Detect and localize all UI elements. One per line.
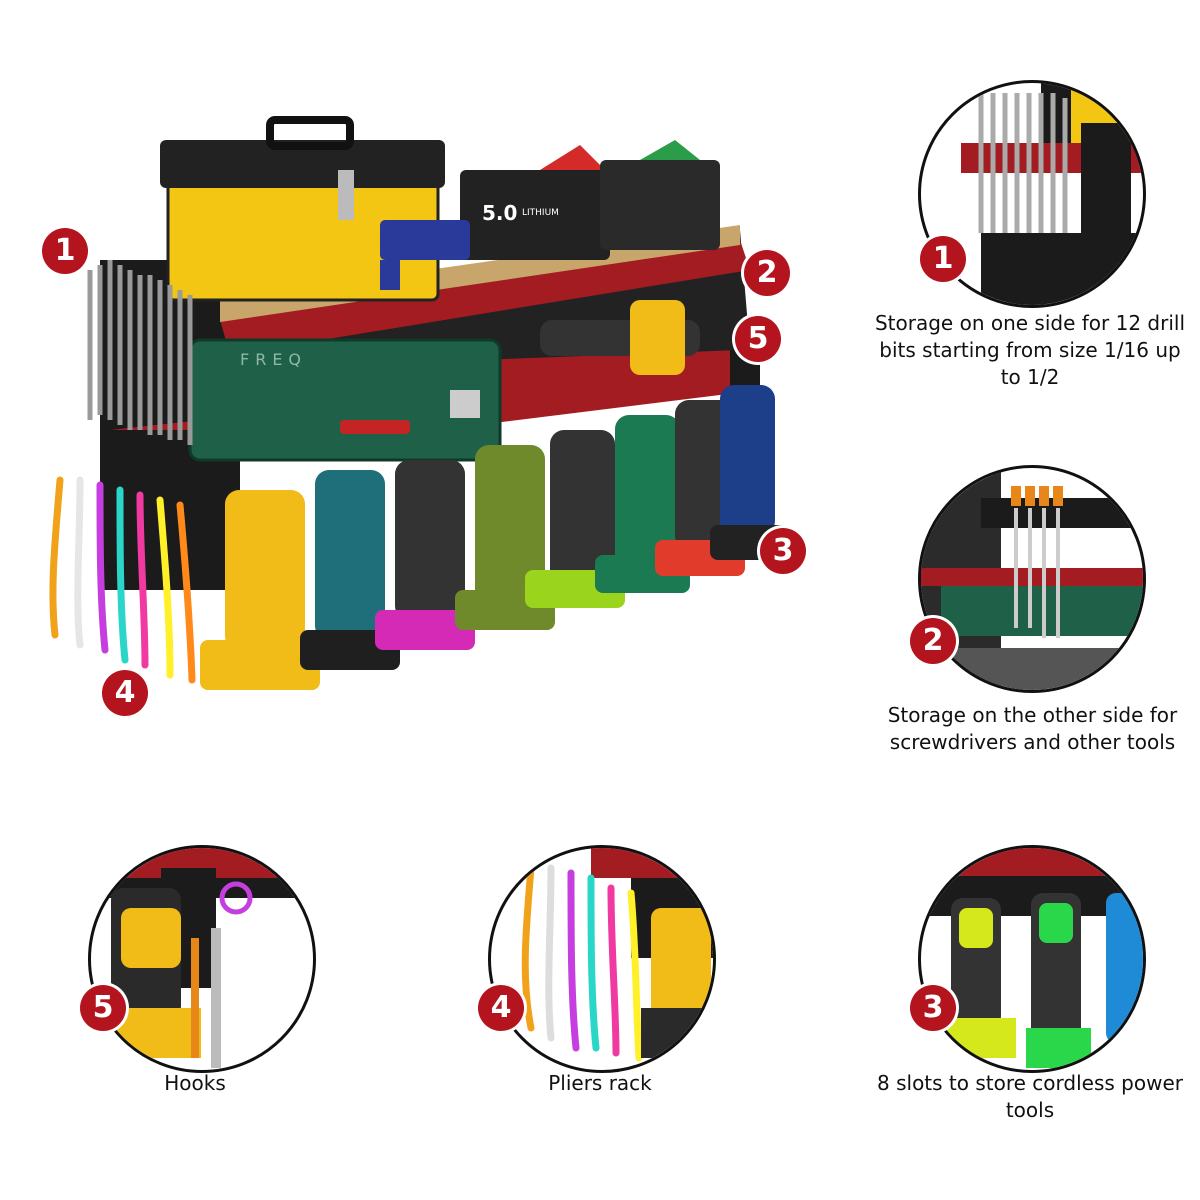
tool-case: FREQ [188,338,502,462]
hero-callout-2: 2 [744,250,790,296]
drill-6 [615,415,680,570]
feature-4-caption: Pliers rack [548,1071,652,1095]
battery-label-1: 5.0 [482,201,517,225]
hero-callout-5: 5 [735,316,781,362]
feature-screwdrivers-image [918,465,1146,693]
feature-slots-image [918,845,1146,1073]
hero-illustration: 5.0 LITHIUM FREQ [20,100,820,740]
drill-3 [395,460,465,620]
drill-1 [225,490,305,650]
hero-callout-3: 3 [760,528,806,574]
tool-rack-drawing: 5.0 LITHIUM FREQ [49,116,790,690]
drill-4 [475,445,545,605]
batteries: 5.0 LITHIUM [460,140,720,260]
feature-3-caption: 8 slots to store cordless power tools [877,1071,1183,1122]
feature-1-badge: 1 [920,236,966,282]
feature-5-caption: Hooks [164,1071,226,1095]
feature-4-badge: 4 [478,985,524,1031]
feature-3-badge: 3 [910,985,956,1031]
feature-1-caption: Storage on one side for 12 drill bits st… [874,311,1186,389]
pliers [49,476,196,684]
battery-label-2: LITHIUM [522,208,559,218]
feature-2-badge: 2 [910,618,956,664]
feature-2-caption: Storage on the other side for screwdrive… [887,703,1178,754]
feature-hooks-image [88,845,316,1073]
top-shelf [220,240,750,355]
hero-callout-4: 4 [102,670,148,716]
feature-pliers-image [488,845,716,1073]
feature-5-badge: 5 [80,985,126,1031]
staple-gun [380,220,470,290]
drill-8 [720,385,775,535]
toolbox [160,116,445,302]
drill-bit-holder [87,260,193,445]
case-label: FREQ [240,350,307,369]
hero-callout-1: 1 [42,228,88,274]
drill-5 [550,430,615,590]
drill-on-shelf [540,300,700,375]
drill-2 [315,470,385,640]
